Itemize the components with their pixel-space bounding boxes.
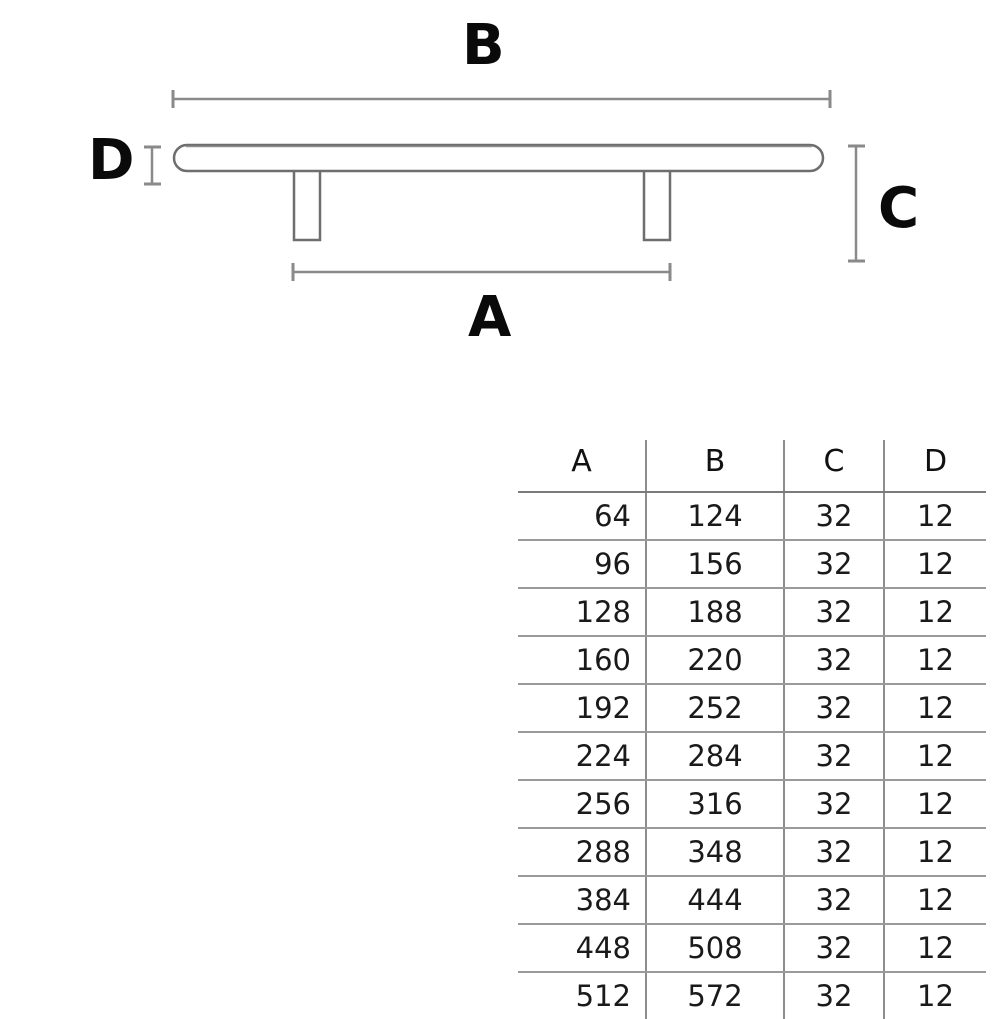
dimension-label-c: C (878, 176, 920, 241)
table-cell-c: 32 (784, 684, 885, 733)
table-cell-d: 12 (884, 588, 986, 637)
table-cell-d: 12 (884, 540, 986, 589)
table-cell-d: 12 (884, 684, 986, 733)
table-cell-c: 32 (784, 780, 885, 829)
column-header-d: D (884, 440, 986, 493)
dimension-label-b: B (462, 13, 505, 78)
handle-drawing-svg (144, 90, 865, 281)
dimension-label-a: A (468, 285, 512, 350)
table-cell-c: 32 (784, 540, 885, 589)
column-header-a: A (518, 440, 647, 493)
table-cell-b: 188 (646, 588, 785, 637)
table-cell-c: 32 (784, 828, 885, 877)
table-cell-d: 12 (884, 636, 986, 685)
table-cell-a: 96 (518, 540, 647, 589)
table-cell-b: 572 (646, 972, 785, 1019)
table-cell-d: 12 (884, 492, 986, 541)
table-cell-b: 252 (646, 684, 785, 733)
table-cell-c: 32 (784, 636, 885, 685)
table-cell-b: 348 (646, 828, 785, 877)
column-header-b: B (646, 440, 785, 493)
table-cell-d: 12 (884, 876, 986, 925)
table-cell-c: 32 (784, 492, 885, 541)
table-cell-a: 192 (518, 684, 647, 733)
table-cell-a: 160 (518, 636, 647, 685)
table-header-row: A B C D (518, 440, 986, 493)
table-cell-b: 444 (646, 876, 785, 925)
table-cell-a: 512 (518, 972, 647, 1019)
table-cell-d: 12 (917, 979, 954, 1013)
dimension-line-b (171, 90, 832, 108)
table-cell-a: 224 (518, 732, 647, 781)
table-cell-d: 12 (884, 828, 986, 877)
table-cell-b: 220 (646, 636, 785, 685)
table-cell-b: 156 (646, 540, 785, 589)
handle-post-right (642, 168, 672, 242)
table-cell-b: 124 (646, 492, 785, 541)
dimension-line-c (848, 144, 865, 263)
table-cell-a: 448 (518, 924, 647, 973)
table-cell-a: 384 (518, 876, 647, 925)
table-cell-a: 288 (518, 828, 647, 877)
table-cell-c: 32 (784, 924, 885, 973)
table-cell-a: 256 (518, 780, 647, 829)
table-cell-c: 32 (784, 732, 885, 781)
dimension-line-a (291, 263, 672, 281)
handle-post-left (292, 168, 322, 242)
table-cell-c: 32 (784, 588, 885, 637)
table-cell-c: 32 (784, 972, 885, 1019)
column-header-c: C (784, 440, 885, 493)
dimension-label-d: D (88, 128, 135, 193)
table-cell-b: 316 (646, 780, 785, 829)
table-cell-d: 12 (884, 732, 986, 781)
table-cell-b: 508 (646, 924, 785, 973)
table-cell-a: 128 (518, 588, 647, 637)
table-cell-d: 12 (884, 924, 986, 973)
dimension-line-d (144, 145, 161, 186)
handle-bar (172, 143, 825, 173)
table-cell-d: 12 (884, 780, 986, 829)
table-cell-c: 32 (784, 876, 885, 925)
table-cell-b: 284 (646, 732, 785, 781)
table-cell-a: 64 (518, 492, 647, 541)
technical-drawing: B D C A (0, 0, 1000, 400)
